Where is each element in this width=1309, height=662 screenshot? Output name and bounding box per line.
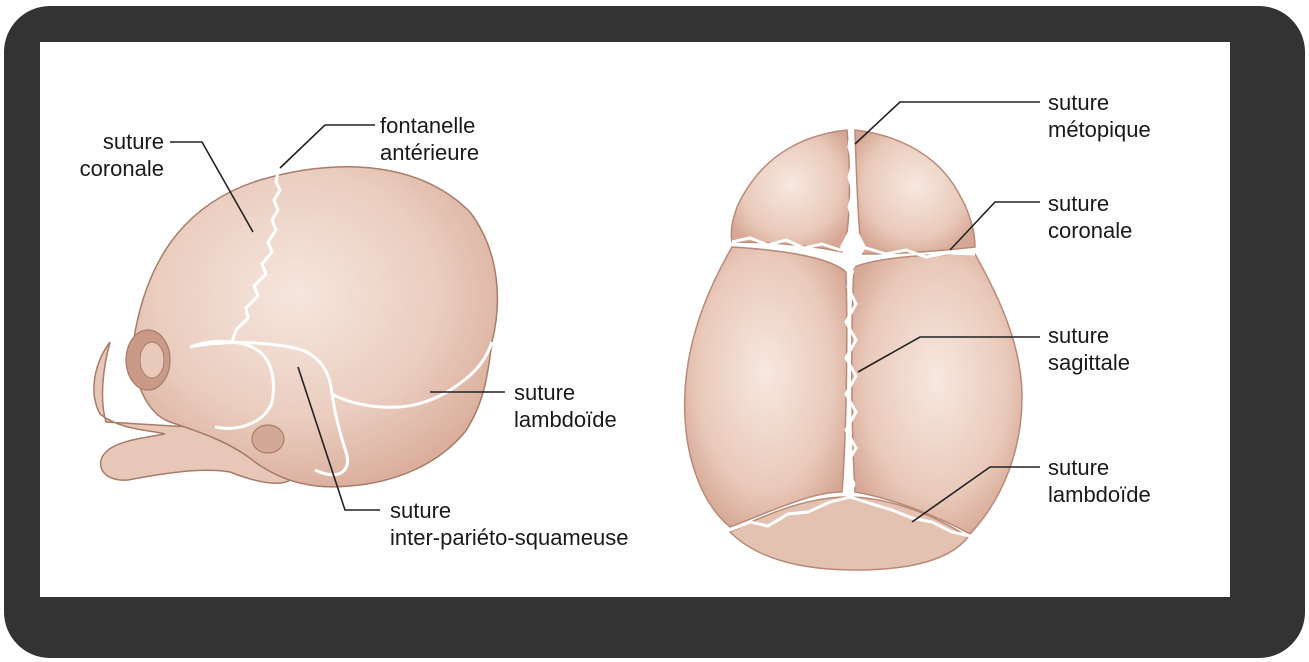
label-suture-inter-parieto-squameuse: suture inter-pariéto-squameuse [390,497,628,551]
label-suture-metopique: suture métopique [1048,89,1151,143]
lateral-skull [94,167,497,487]
diagram-panel: suture coronale fontanelle antérieure su… [40,42,1230,597]
label-suture-coronale-superior: suture coronale [1048,190,1132,244]
label-suture-sagittale: suture sagittale [1048,322,1130,376]
superior-skull [685,130,1022,570]
superior-parietal-bone-left [685,247,847,527]
superior-frontal-bone-left [731,130,849,252]
label-suture-lambdoide-superior: suture lambdoïde [1048,454,1151,508]
label-suture-coronale-lateral: suture coronale [60,128,164,182]
label-fontanelle-anterieure: fontanelle antérieure [380,112,479,166]
superior-metopic-suture [849,130,853,222]
superior-parietal-bone-right [852,254,1022,534]
superior-frontal-bone-right [855,130,975,254]
lateral-ear-canal [252,425,284,453]
leader-fontanelle [280,125,375,168]
label-suture-lambdoide-lateral: suture lambdoïde [514,379,617,433]
